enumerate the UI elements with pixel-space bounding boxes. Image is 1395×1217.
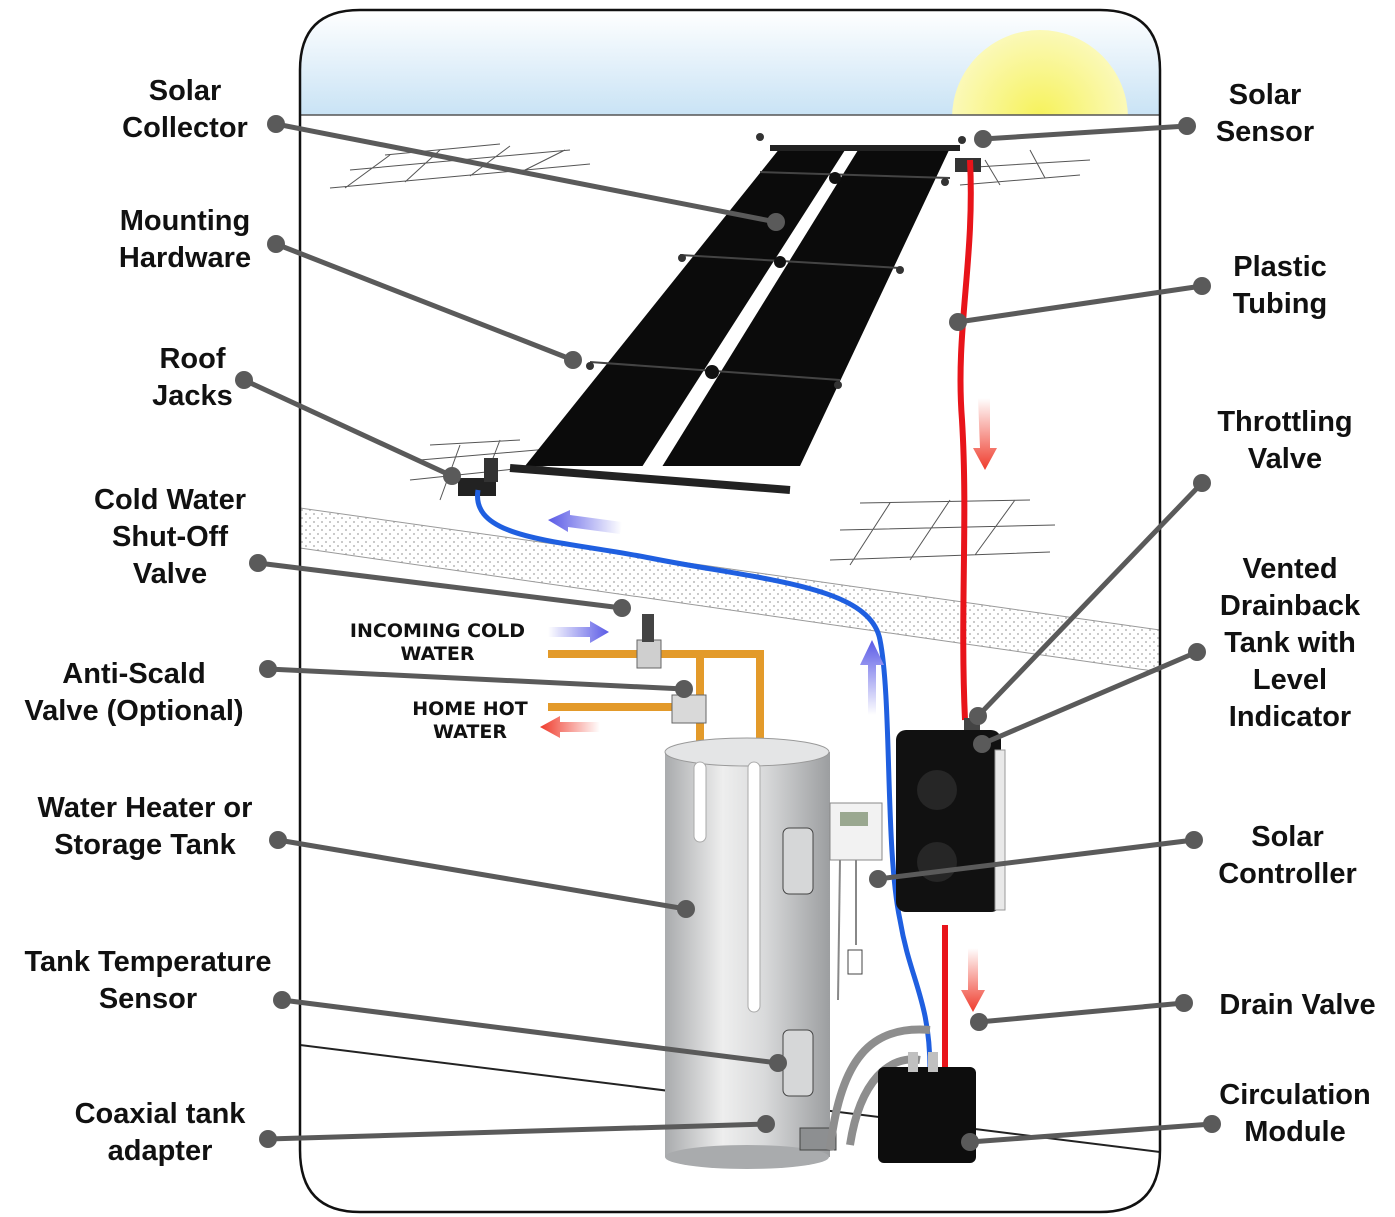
label-anti-scald: Anti-Scald Valve (Optional) — [24, 658, 244, 727]
label-mounting-hardware: Mounting Hardware — [118, 205, 252, 274]
anti-scald-valve — [671, 694, 707, 724]
hot-line — [942, 159, 974, 1090]
label-drain-valve: Drain Valve — [1219, 989, 1376, 1021]
label-solar-sensor: Solar Sensor — [1215, 79, 1315, 148]
label-drainback-tank: Vented Drainback Tank with Level Indicat… — [1219, 553, 1361, 733]
hot-flow-arrow-down-2 — [961, 948, 985, 1012]
label-tank-temp-sensor: Tank Temperature Sensor — [24, 946, 272, 1015]
home-hot-arrow — [540, 716, 600, 738]
leader-lines — [242, 121, 1213, 1145]
shutoff-valve — [636, 639, 662, 669]
roof-edge — [300, 507, 1160, 673]
circulation-module — [826, 1025, 976, 1163]
cold-flow-arrow-roof — [548, 510, 622, 534]
leader-dots — [235, 115, 1221, 1151]
shutoff-valve-handle — [642, 614, 654, 642]
solar-collector-panel — [458, 133, 981, 496]
label-cold-water-shutoff: Cold Water Shut-Off Valve — [94, 484, 246, 590]
cold-line — [475, 489, 933, 1071]
label-throttling-valve: Throttling Valve — [1217, 406, 1353, 475]
label-solar-collector: Solar Collector — [122, 75, 248, 144]
label-coaxial-adapter: Coaxial tank adapter — [74, 1098, 246, 1167]
label-solar-controller: Solar Controller — [1218, 821, 1357, 890]
frame-border — [298, 8, 1162, 1214]
label-circulation-module: Circulation Module — [1219, 1079, 1371, 1148]
label-water-heater: Water Heater or Storage Tank — [37, 792, 253, 861]
hot-flow-arrow-down-1 — [973, 398, 997, 470]
label-plastic-tubing: Plastic Tubing — [1232, 251, 1328, 320]
solar-controller-unit — [829, 802, 883, 1001]
label-home-hot-water: HOME HOT WATER — [412, 698, 528, 743]
label-incoming-cold-water: INCOMING COLD WATER — [349, 620, 526, 665]
label-roof-jacks: Roof Jacks — [152, 343, 233, 412]
cold-flow-arrow-up — [860, 640, 884, 715]
incoming-cold-arrow — [548, 621, 609, 643]
water-heater-tank — [664, 737, 837, 1169]
